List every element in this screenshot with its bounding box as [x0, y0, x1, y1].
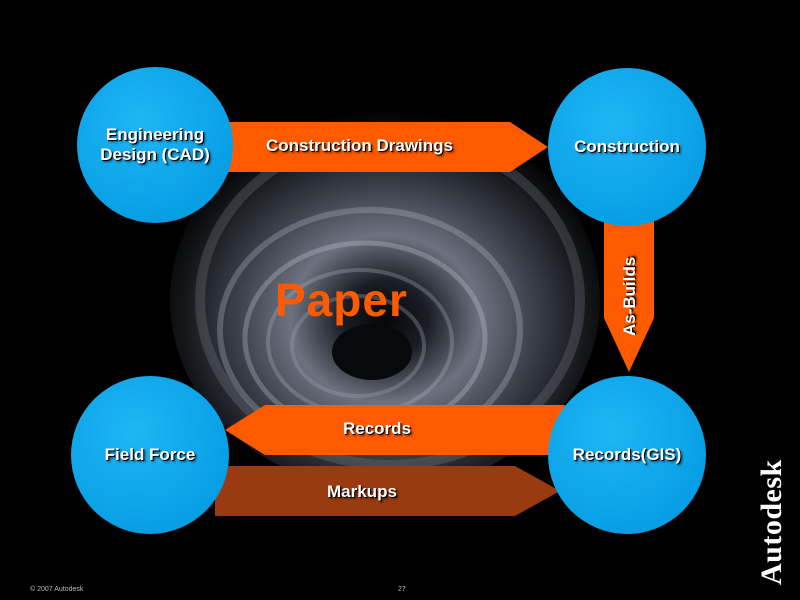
node-construction: Construction [574, 136, 680, 156]
arrow-as-builds [604, 220, 654, 372]
arrow-construction-drawings [215, 122, 548, 172]
arrow-records [225, 405, 565, 455]
footer-page-number: 27 [398, 586, 406, 593]
paper-roll-image [170, 110, 600, 490]
flow-label-construction-drawings: Construction Drawings [266, 136, 454, 155]
node-records-gis: Records(GIS) [572, 444, 682, 464]
center-title-paper: Paper [275, 274, 408, 326]
flow-label-as-builds: As-Builds [620, 256, 639, 336]
flow-label-markups: Markups [327, 482, 397, 501]
node-circle-records-gis [548, 376, 706, 534]
arrow-markups [215, 466, 560, 516]
flow-label-records: Records [343, 419, 412, 438]
node-engineering-design: Engineering Design (CAD) [100, 124, 210, 164]
node-field-force: Field Force [104, 444, 196, 464]
node-circle-construction [548, 68, 706, 226]
node-circle-engineering [77, 67, 233, 223]
footer-copyright: © 2007 Autodesk [30, 586, 84, 593]
autodesk-logo: Autodesk [755, 459, 788, 585]
node-circle-field-force [71, 376, 229, 534]
